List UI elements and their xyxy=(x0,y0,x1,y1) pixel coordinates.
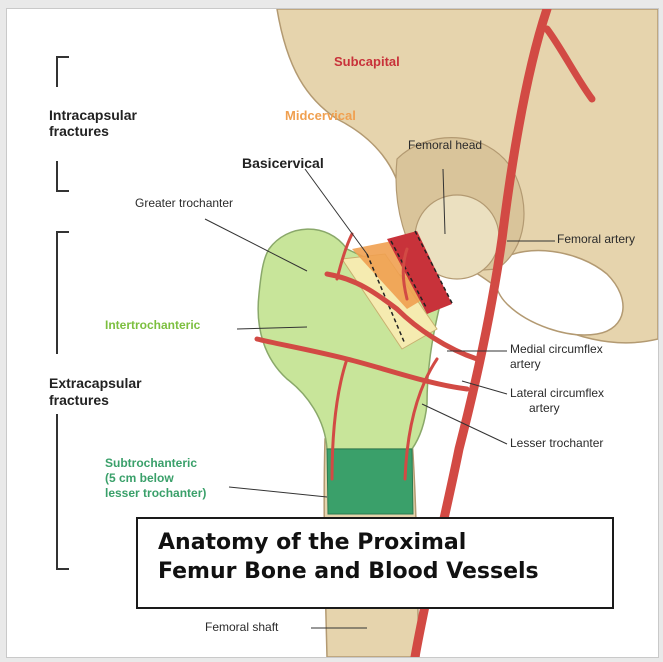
greater-trochanter-label: Greater trochanter xyxy=(135,197,233,211)
extracapsular-label-line1: Extracapsular xyxy=(49,375,142,391)
title-box: Anatomy of the Proximal Femur Bone and B… xyxy=(136,517,614,609)
femoral-head-label: Femoral head xyxy=(408,139,482,153)
subcapital-label: Subcapital xyxy=(334,55,400,70)
subtrochanteric-label-line1: Subtrochanteric xyxy=(105,457,197,471)
extracapsular-label-line2: fractures xyxy=(49,392,109,408)
subtrochanteric-zone xyxy=(327,449,413,514)
medial-circumflex-label-line2: artery xyxy=(510,358,541,372)
title-line-2: Femur Bone and Blood Vessels xyxy=(158,558,612,587)
femoral-shaft-label: Femoral shaft xyxy=(205,621,278,635)
lateral-circumflex-label-line2: artery xyxy=(529,402,560,416)
diagram-frame: Intracapsular fractures Extracapsular fr… xyxy=(6,8,659,658)
basicervical-label: Basicervical xyxy=(242,155,324,171)
subtrochanteric-label-line2: (5 cm below xyxy=(105,472,174,486)
lateral-circumflex-label-line1: Lateral circumflex xyxy=(510,387,604,401)
midcervical-label: Midcervical xyxy=(285,109,356,124)
title-line-1: Anatomy of the Proximal xyxy=(158,529,612,558)
intracapsular-label-line1: Intracapsular xyxy=(49,107,137,123)
subtrochanteric-label-line3: lesser trochanter) xyxy=(105,487,206,501)
femoral-artery-label: Femoral artery xyxy=(557,233,635,247)
intracapsular-label-line2: fractures xyxy=(49,123,109,139)
lesser-trochanter-label: Lesser trochanter xyxy=(510,437,603,451)
medial-circumflex-label-line1: Medial circumflex xyxy=(510,343,603,357)
intertrochanteric-label: Intertrochanteric xyxy=(105,319,200,333)
